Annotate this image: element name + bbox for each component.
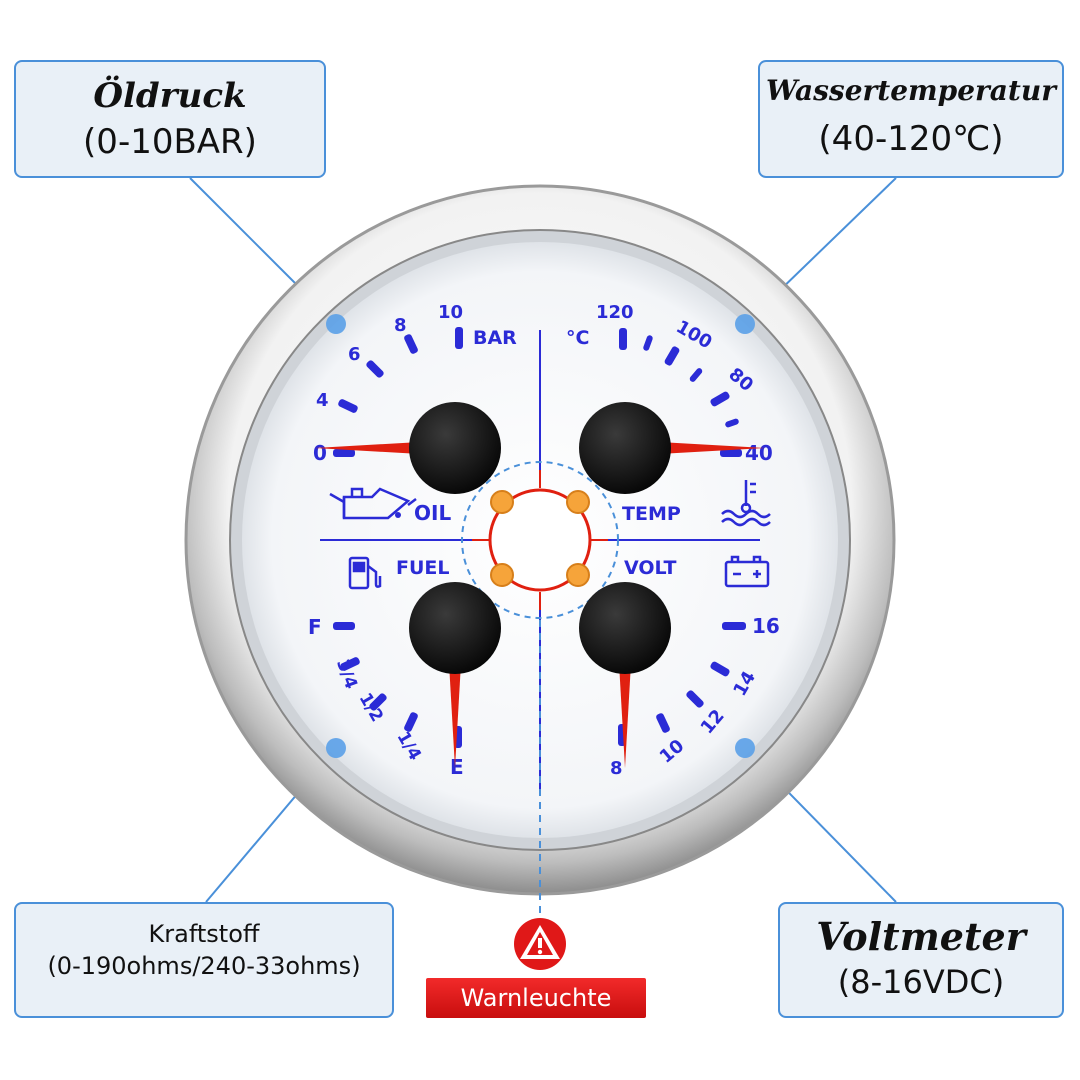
oil-tick [333,449,355,457]
temp-tick [710,391,730,407]
oil-tick-label: 8 [394,315,407,336]
indicator-lamp [566,490,590,514]
callout-fuel-range: (0-190ohms/240-33ohms) [47,952,361,980]
callout-dot-temp [735,314,755,334]
fuel-tick [333,622,355,630]
fuel-label: FUEL [396,557,450,579]
temp-tick [619,328,627,350]
oil-tick-label: 10 [438,302,463,323]
fuel-tick [369,693,387,711]
temp-tick [725,418,739,428]
oil-tick [366,360,384,378]
oil-tick-label: 0 [313,441,327,465]
callout-fuel: Kraftstoff (0-190ohms/240-33ohms) [14,902,394,1018]
fuel-tick [340,657,360,671]
oil-label: OIL [414,501,451,525]
fuel-tick [404,712,418,732]
callout-oil-title: Öldruck [93,76,247,116]
temp-tick [720,449,742,457]
warning-light-dashed-ring [461,461,619,619]
callout-water-temperature: Wassertemperatur (40-120℃) [758,60,1064,178]
temp-tick [664,346,680,366]
temp-tick [643,335,653,351]
callout-oil-range: (0-10BAR) [83,122,257,162]
oil-gauge: 0 4 6 8 10 BAR OIL [313,302,517,525]
indicator-lamps [490,490,590,587]
oil-tick [338,399,358,413]
oil-unit: BAR [473,327,517,349]
volt-label: VOLT [624,557,676,579]
volt-tick-label: 16 [752,614,780,638]
callout-oil-pressure: Öldruck (0-10BAR) [14,60,326,178]
callout-dot-volt [735,738,755,758]
warning-light-ring [488,488,592,592]
callout-dots [326,314,755,758]
temp-tick-label: 40 [745,441,773,465]
temp-needle-hub [579,402,671,494]
volt-tick [686,690,704,708]
coolant-temperature-icon [721,480,771,527]
oil-can-icon [329,487,417,520]
oil-tick [404,334,418,354]
callout-temp-title: Wassertemperatur [766,74,1056,107]
callout-fuel-title: Kraftstoff [148,920,260,948]
fuel-needle-hub [409,582,501,674]
temp-tick-label: 120 [596,302,634,323]
callout-volt-title: Voltmeter [816,914,1026,959]
indicator-lamp [490,490,514,514]
volt-tick-label: 8 [610,758,623,779]
volt-needle-hub [579,582,671,674]
callout-voltmeter: Voltmeter (8-16VDC) [778,902,1064,1018]
callout-dot-oil [326,314,346,334]
temp-unit: °C [566,327,589,349]
battery-icon [724,555,770,588]
fuel-pump-icon [348,556,382,590]
volt-tick [656,713,670,733]
callout-temp-range: (40-120℃) [818,119,1004,159]
fuel-tick-label: E [450,755,464,779]
volt-tick [722,622,746,630]
warning-triangle-icon [514,918,566,970]
oil-tick-label: 6 [348,344,361,365]
oil-needle-hub [409,402,501,494]
oil-tick-label: 4 [316,390,329,411]
volt-tick [710,661,730,677]
temp-tick [689,368,703,382]
oil-tick [455,327,463,349]
callout-volt-range: (8-16VDC) [837,963,1005,1001]
temp-label: TEMP [622,503,681,525]
indicator-lamp [490,563,514,587]
indicator-lamp [566,563,590,587]
fuel-tick-label: F [308,615,322,639]
callout-dot-fuel [326,738,346,758]
warning-light-label: Warnleuchte [426,978,646,1018]
